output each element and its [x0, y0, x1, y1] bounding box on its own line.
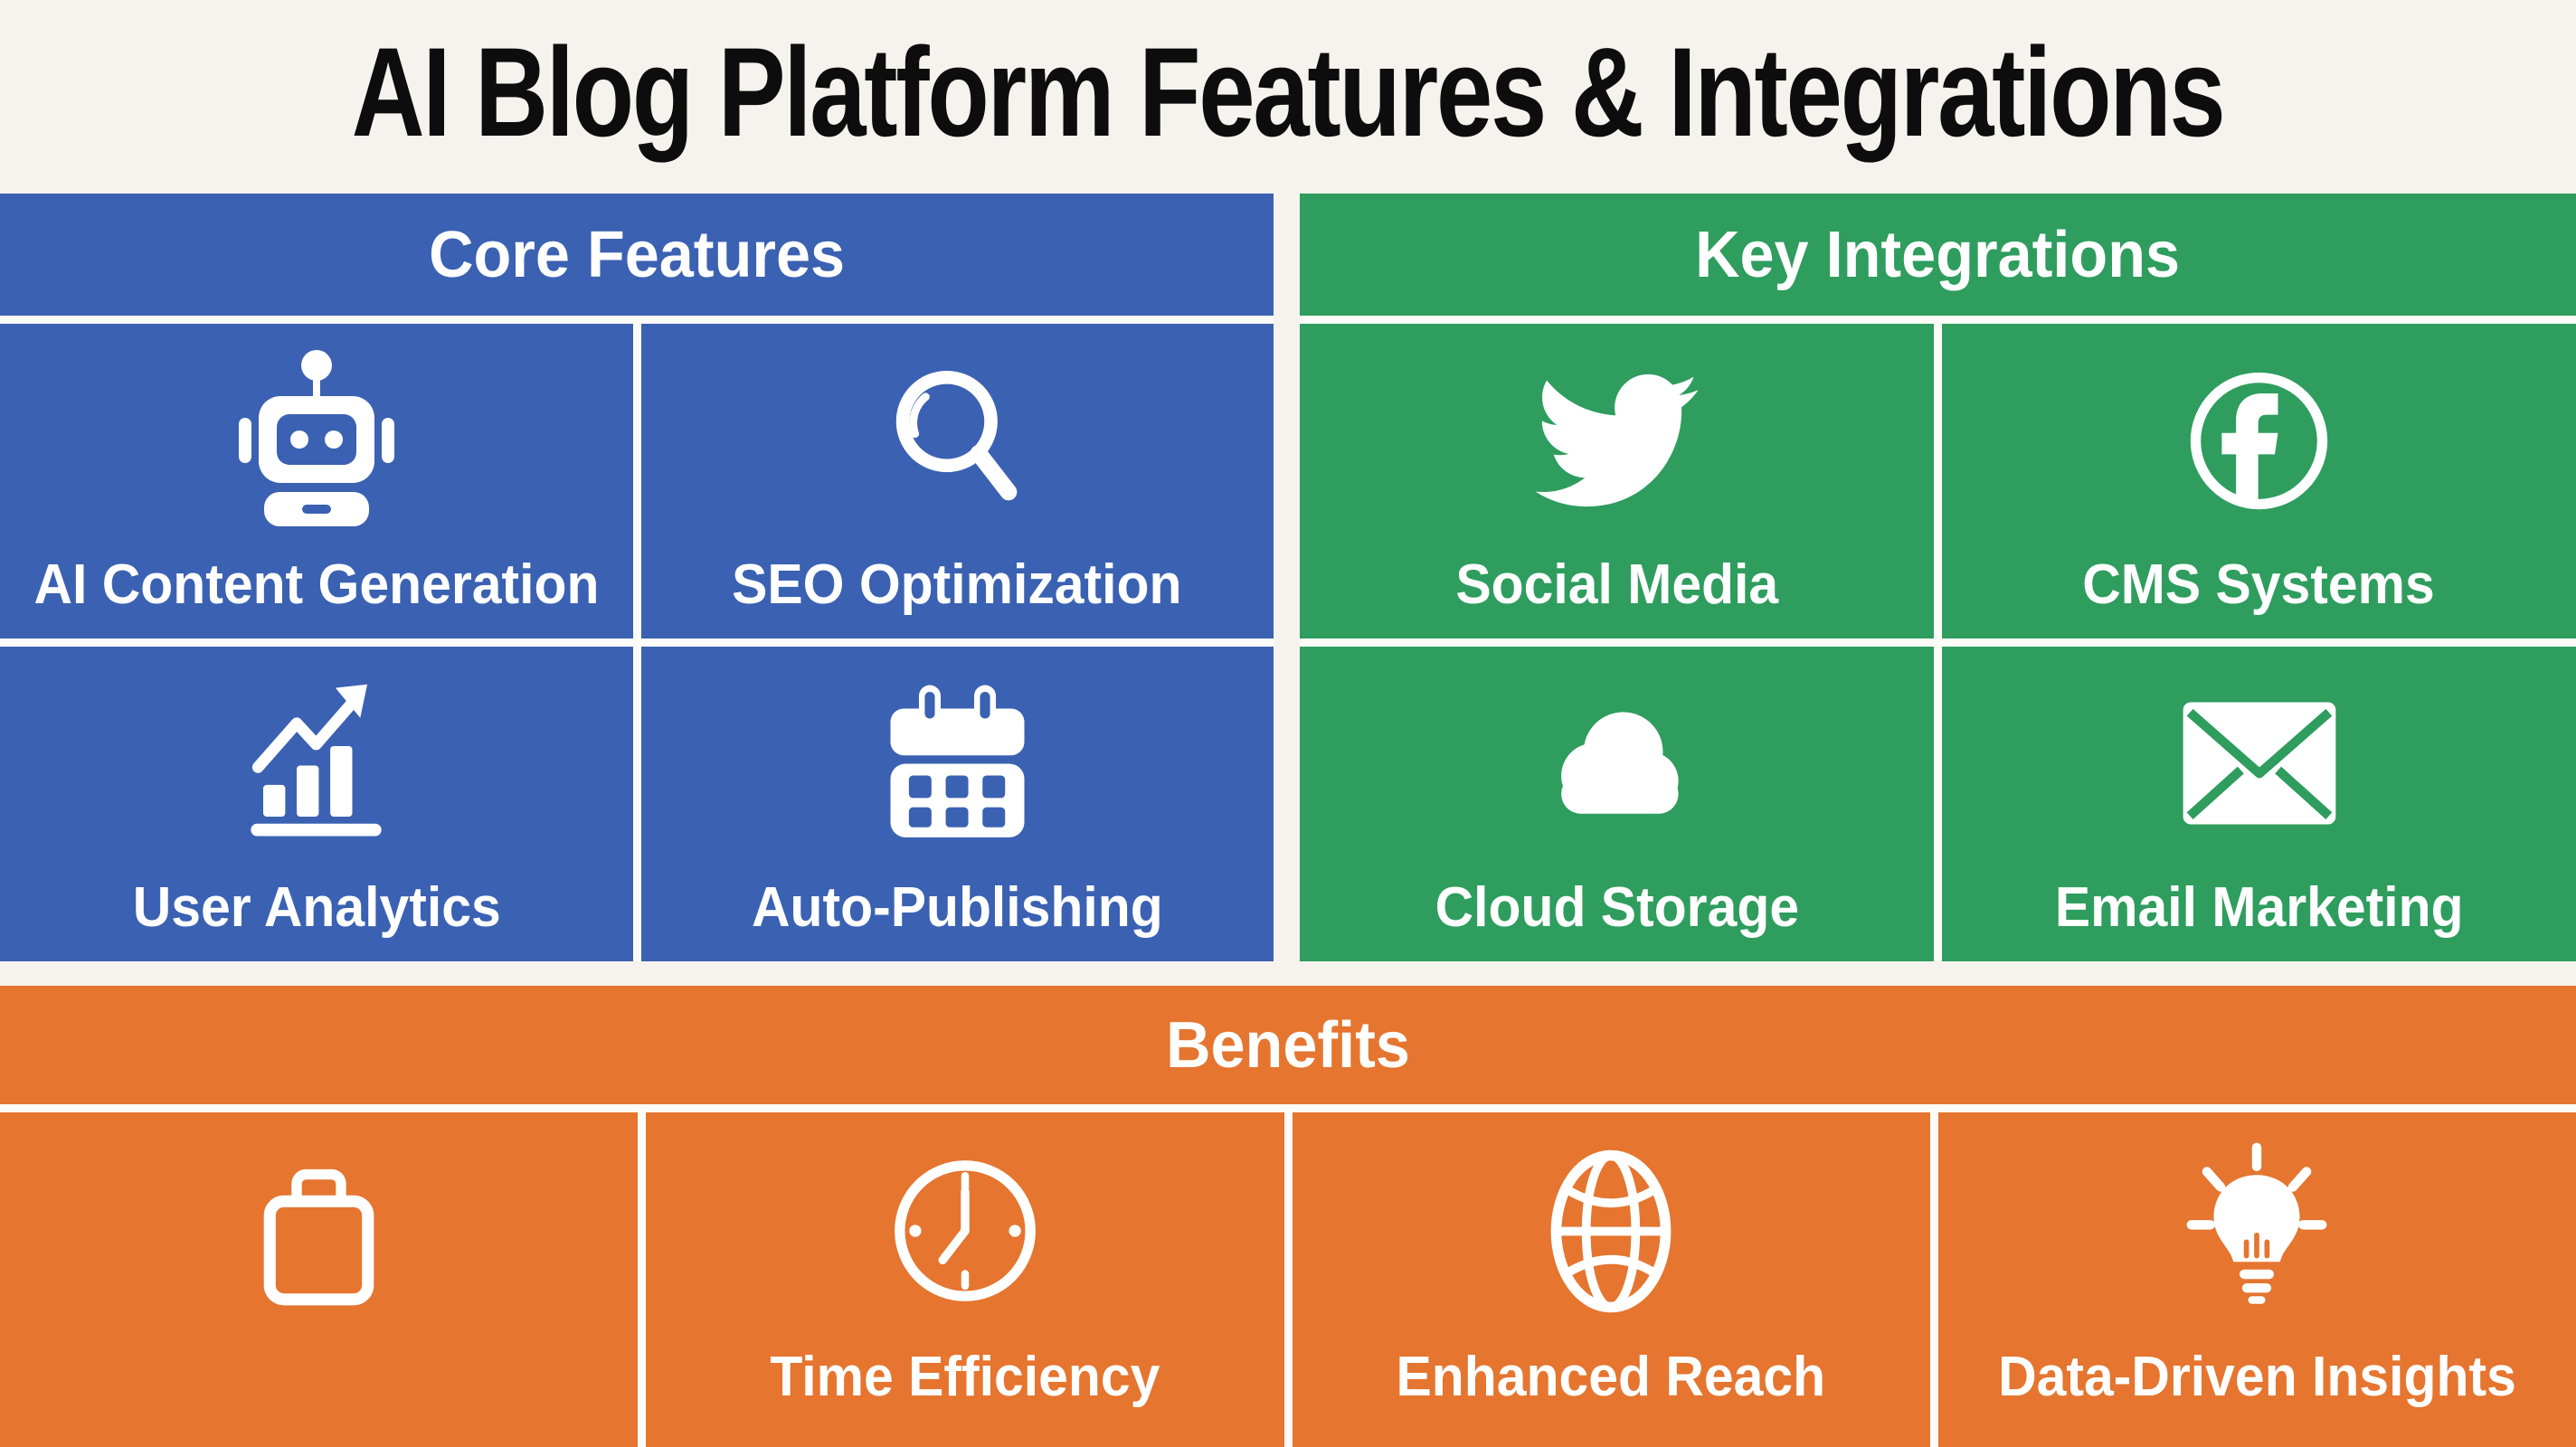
cell-benefit-unlabeled — [0, 1112, 639, 1447]
section-title: Key Integrations — [1695, 218, 2181, 291]
clock-icon — [879, 1112, 1051, 1349]
cell-auto-publishing: Auto-Publishing — [640, 647, 1274, 961]
cell-label: Enhanced Reach — [1396, 1346, 1826, 1408]
cell-enhanced-reach: Enhanced Reach — [1292, 1112, 1930, 1447]
cell-label: CMS Systems — [2082, 553, 2436, 616]
cell-label: Auto-Publishing — [751, 876, 1163, 939]
cell-label: Social Media — [1455, 553, 1778, 616]
cell-email-marketing: Email Marketing — [1942, 647, 2576, 961]
cloud-icon — [1527, 647, 1708, 880]
section-title: Benefits — [1166, 1008, 1410, 1082]
robot-icon — [226, 324, 407, 557]
cell-time-efficiency: Time Efficiency — [646, 1112, 1284, 1447]
section-benefits: Benefits — [0, 986, 2576, 1447]
cell-user-analytics: User Analytics — [0, 647, 633, 961]
section-key-integrations: Key Integrations Social Media CMS System… — [1300, 194, 2576, 961]
cell-label: Time Efficiency — [770, 1346, 1160, 1408]
cell-label: Email Marketing — [2054, 876, 2464, 939]
cell-label: SEO Optimization — [732, 553, 1182, 616]
cell-social-media: Social Media — [1300, 324, 1934, 638]
twitter-bird-icon — [1524, 324, 1709, 557]
envelope-icon — [2174, 647, 2345, 880]
section-core-features: Core Features AI Content Generation — [0, 194, 1274, 961]
facebook-circle-icon — [2180, 324, 2338, 557]
page-title: AI Blog Platform Features & Integrations — [352, 21, 2226, 163]
globe-icon — [1534, 1112, 1688, 1349]
magnifier-icon — [869, 324, 1046, 557]
cell-seo-optimization: SEO Optimization — [640, 324, 1274, 638]
section-title: Core Features — [429, 218, 845, 291]
cell-label: AI Content Generation — [33, 553, 600, 616]
cell-data-driven-insights: Data-Driven Insights — [1937, 1112, 2576, 1447]
calendar-icon — [874, 647, 1041, 880]
briefcase-icon — [240, 1112, 398, 1349]
cell-label: Data-Driven Insights — [1997, 1346, 2516, 1408]
key-integrations-header: Key Integrations — [1300, 194, 2576, 316]
bar-chart-growth-icon — [228, 647, 404, 880]
title-bar: AI Blog Platform Features & Integrations — [0, 0, 2576, 184]
cell-ai-content-generation: AI Content Generation — [0, 324, 633, 638]
cell-label: Cloud Storage — [1435, 876, 1799, 939]
cell-cloud-storage: Cloud Storage — [1300, 647, 1934, 961]
lightbulb-icon — [2171, 1112, 2343, 1349]
cell-cms-systems: CMS Systems — [1942, 324, 2576, 638]
benefits-header: Benefits — [0, 986, 2576, 1104]
core-features-header: Core Features — [0, 194, 1274, 316]
cell-label: User Analytics — [132, 876, 501, 939]
